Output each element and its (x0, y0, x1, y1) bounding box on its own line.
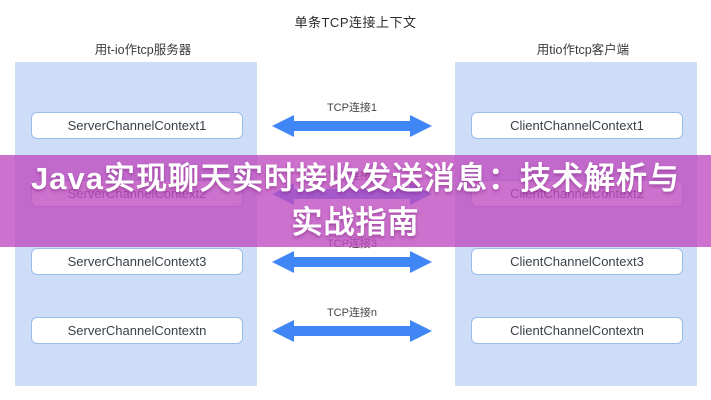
client-context-box: ClientChannelContext1 (471, 112, 683, 139)
tcp-connection-label: TCP连接n (326, 307, 378, 319)
client-column-label: 用tio作tcp客户端 (536, 43, 630, 57)
bidirectional-arrow-icon (272, 113, 432, 139)
client-context-box: ClientChannelContextn (471, 317, 683, 344)
server-context-box: ServerChannelContextn (31, 317, 243, 344)
headline-line2: 实战指南 (291, 205, 420, 240)
diagram-title: 单条TCP连接上下文 (294, 15, 417, 30)
connection-row: TCP连接1 ServerChannelContext1 ClientChann… (0, 98, 711, 154)
headline-overlay: Java实现聊天实时接收发送消息：技术解析与 实战指南 (0, 155, 711, 247)
client-context-box: ClientChannelContext3 (471, 248, 683, 275)
connection-row: TCP连接n ServerChannelContextn ClientChann… (0, 303, 711, 359)
bidirectional-arrow-icon (272, 318, 432, 344)
tcp-connection-label: TCP连接1 (326, 102, 378, 114)
server-context-box: ServerChannelContext1 (31, 112, 243, 139)
server-column-label: 用t-io作tcp服务器 (94, 43, 192, 57)
headline-line1: Java实现聊天实时接收发送消息：技术解析与 (31, 161, 680, 196)
server-context-box: ServerChannelContext3 (31, 248, 243, 275)
bidirectional-arrow-icon (272, 249, 432, 275)
